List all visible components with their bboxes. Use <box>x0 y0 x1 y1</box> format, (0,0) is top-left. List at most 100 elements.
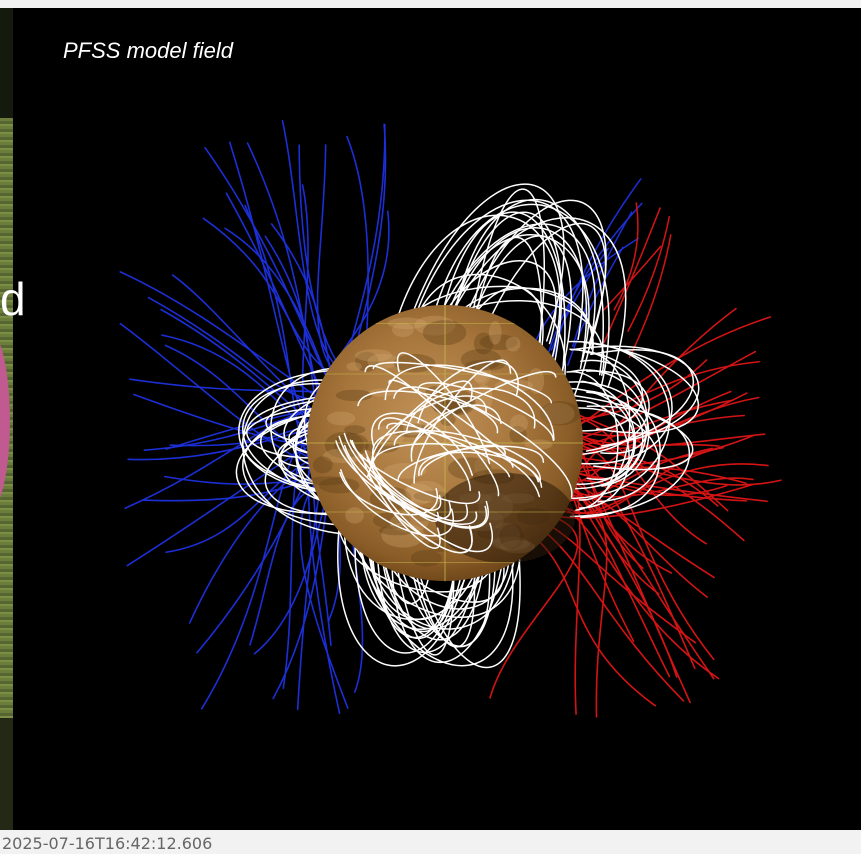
sun-texture-spot <box>344 425 366 434</box>
closed-loop <box>418 451 543 488</box>
closed-loop <box>586 391 648 455</box>
sun-texture-spot <box>465 359 505 371</box>
red-field-line <box>567 488 715 680</box>
closed-loop <box>423 223 596 397</box>
sun-texture-spot <box>505 336 521 352</box>
closed-loop <box>388 379 514 468</box>
closed-loop <box>470 222 607 366</box>
closed-loop <box>371 412 473 476</box>
closed-loop <box>351 440 439 522</box>
closed-loop <box>429 203 610 389</box>
sun-texture-spot <box>312 456 333 474</box>
closed-loop <box>402 183 565 342</box>
closed-loop <box>343 432 489 529</box>
sun-texture-spot <box>473 332 494 355</box>
closed-loop <box>399 199 584 376</box>
sun-texture-spot <box>460 348 502 371</box>
field-line-visualization <box>119 119 782 718</box>
sun-texture-spot <box>422 320 467 346</box>
timestamp: 2025-07-16T16:42:12.606 <box>2 834 213 853</box>
sun-texture-spot <box>355 349 393 362</box>
closed-loop <box>370 395 487 464</box>
blue-field-line <box>542 202 643 374</box>
closed-loop <box>432 211 566 379</box>
sun-texture-spot <box>346 362 362 371</box>
sun-texture-spot <box>479 334 518 351</box>
sun-texture-spot <box>405 480 445 504</box>
closed-loop <box>417 381 555 441</box>
closed-loop <box>396 352 491 465</box>
closed-loop <box>376 505 483 654</box>
closed-loop <box>566 371 619 511</box>
closed-loop <box>471 236 543 369</box>
closed-loop <box>242 411 362 527</box>
red-field-line <box>563 456 782 486</box>
closed-loop <box>570 387 635 485</box>
closed-loop <box>246 394 343 459</box>
red-field-line <box>613 202 639 311</box>
closed-loops-front <box>335 352 573 554</box>
closed-loop <box>410 370 557 453</box>
closed-loop <box>238 369 354 494</box>
closed-loop <box>430 217 627 388</box>
red-field-line <box>628 234 672 358</box>
red-field-line <box>602 245 662 312</box>
closed-loop <box>386 422 511 478</box>
pfss-figure: PFSS model field <box>13 8 861 830</box>
sun-texture-spot <box>308 476 347 486</box>
sun-texture-spot <box>334 432 369 457</box>
figure-title: PFSS model field <box>63 38 233 63</box>
sun-texture-spot <box>510 414 528 433</box>
closed-loop <box>372 361 553 404</box>
sun-texture-spot <box>318 477 360 494</box>
closed-loop <box>360 454 441 549</box>
closed-loop <box>410 273 566 390</box>
closed-loop <box>393 429 542 481</box>
closed-loop <box>572 394 694 471</box>
closed-loop <box>384 364 555 441</box>
closed-loop <box>393 386 573 498</box>
closed-loop <box>571 399 630 509</box>
closed-loop <box>568 340 671 500</box>
blue-field-line <box>567 246 624 366</box>
closed-loop <box>364 365 500 497</box>
sun-texture-spot <box>391 423 431 438</box>
closed-loop <box>578 351 631 501</box>
sun-texture-spot <box>540 401 581 426</box>
closed-loop <box>570 369 650 487</box>
adjacent-slide-edge <box>0 8 13 830</box>
closed-loop <box>364 450 469 522</box>
red-field-line <box>558 488 608 718</box>
closed-loop <box>469 188 545 379</box>
sun-texture-spot <box>392 322 414 338</box>
closed-loop <box>339 471 439 516</box>
closed-loop <box>377 417 471 492</box>
sun-texture-spot <box>326 411 356 426</box>
closed-loop <box>573 370 650 456</box>
closed-loop <box>338 435 473 554</box>
closed-loop <box>580 359 649 488</box>
sun-texture-spot <box>355 351 379 372</box>
closed-loop <box>420 444 506 476</box>
clipped-slide-text: d <box>0 276 24 322</box>
closed-loop <box>337 507 473 667</box>
closed-loop <box>591 342 700 434</box>
sun-texture-spot <box>345 507 364 524</box>
red-field-line <box>603 207 661 344</box>
closed-loop <box>349 439 481 505</box>
blue-field-line <box>571 211 633 347</box>
red-field-line <box>627 215 671 332</box>
red-field-line <box>571 411 729 512</box>
sun-texture-spot <box>402 483 434 505</box>
coronal-hole <box>435 473 575 563</box>
closed-loop <box>565 381 661 503</box>
closed-loop <box>335 440 452 520</box>
closed-loop <box>569 348 644 432</box>
closed-loop <box>366 456 442 511</box>
sun-texture-spot <box>472 362 492 385</box>
coordinate-grid <box>306 304 584 582</box>
closed-loop <box>444 211 563 376</box>
sun-texture-spot <box>488 320 502 345</box>
closed-loop <box>405 387 536 433</box>
closed-loop <box>458 235 572 384</box>
